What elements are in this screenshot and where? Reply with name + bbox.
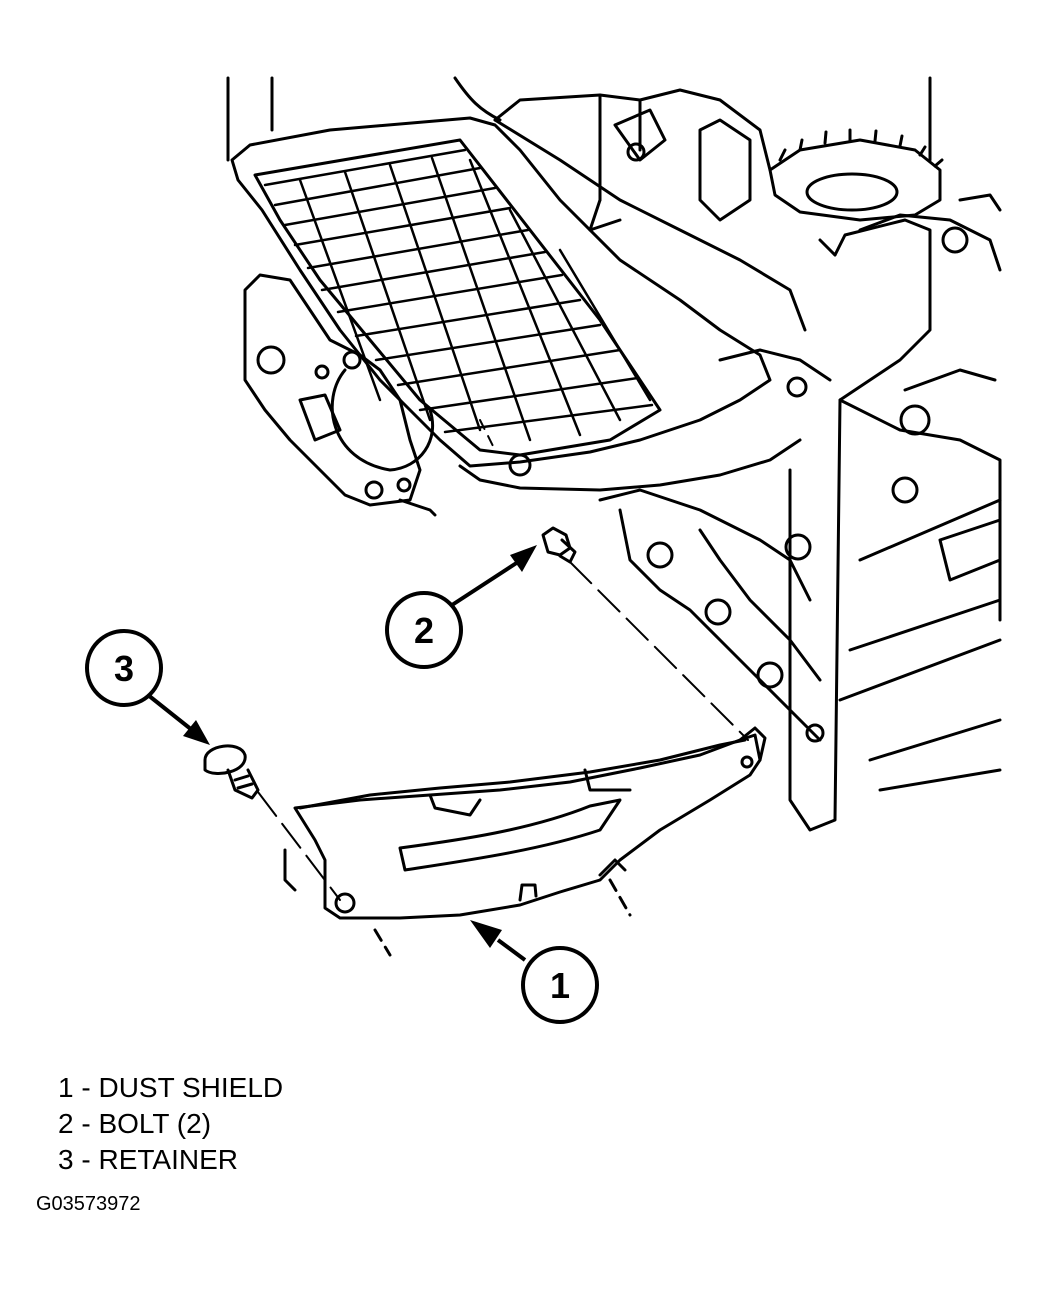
legend-item-2: 2 - BOLT (2) xyxy=(58,1108,212,1139)
legend-number: 3 xyxy=(58,1144,74,1175)
dust-shield xyxy=(283,726,767,957)
legend-number: 1 xyxy=(58,1072,74,1103)
callout-3-number: 3 xyxy=(114,648,134,689)
callout-3-arrowhead xyxy=(183,720,210,745)
rear-flange xyxy=(243,273,437,517)
callout-1-leader xyxy=(496,938,527,962)
callout-3-leader xyxy=(146,693,194,732)
callout-2-number: 2 xyxy=(414,610,434,651)
retainer xyxy=(203,744,341,901)
callout-2-arrowhead xyxy=(510,545,537,572)
callout-1-arrowhead xyxy=(470,920,502,948)
transaxle-housing xyxy=(226,76,1002,832)
legend-item-3: 3 - RETAINER xyxy=(58,1144,238,1175)
legend-number: 2 xyxy=(58,1108,74,1139)
legend-label: BOLT (2) xyxy=(98,1108,212,1139)
exploded-view-diagram: 1 2 3 xyxy=(85,76,1002,1024)
figure-id: G03573972 xyxy=(36,1193,141,1215)
parts-legend: 1 - DUST SHIELD 2 - BOLT (2) 3 - RETAINE… xyxy=(58,1070,283,1178)
callout-1: 1 xyxy=(470,920,599,1024)
callout-1-number: 1 xyxy=(550,965,570,1006)
callout-2: 2 xyxy=(385,545,537,669)
bolt xyxy=(541,526,749,741)
legend-label: DUST SHIELD xyxy=(98,1072,284,1103)
callout-2-leader xyxy=(450,560,520,607)
legend-label: RETAINER xyxy=(98,1144,238,1175)
oil-pan xyxy=(230,116,808,492)
callout-3: 3 xyxy=(85,629,210,745)
legend-item-1: 1 - DUST SHIELD xyxy=(58,1072,284,1103)
